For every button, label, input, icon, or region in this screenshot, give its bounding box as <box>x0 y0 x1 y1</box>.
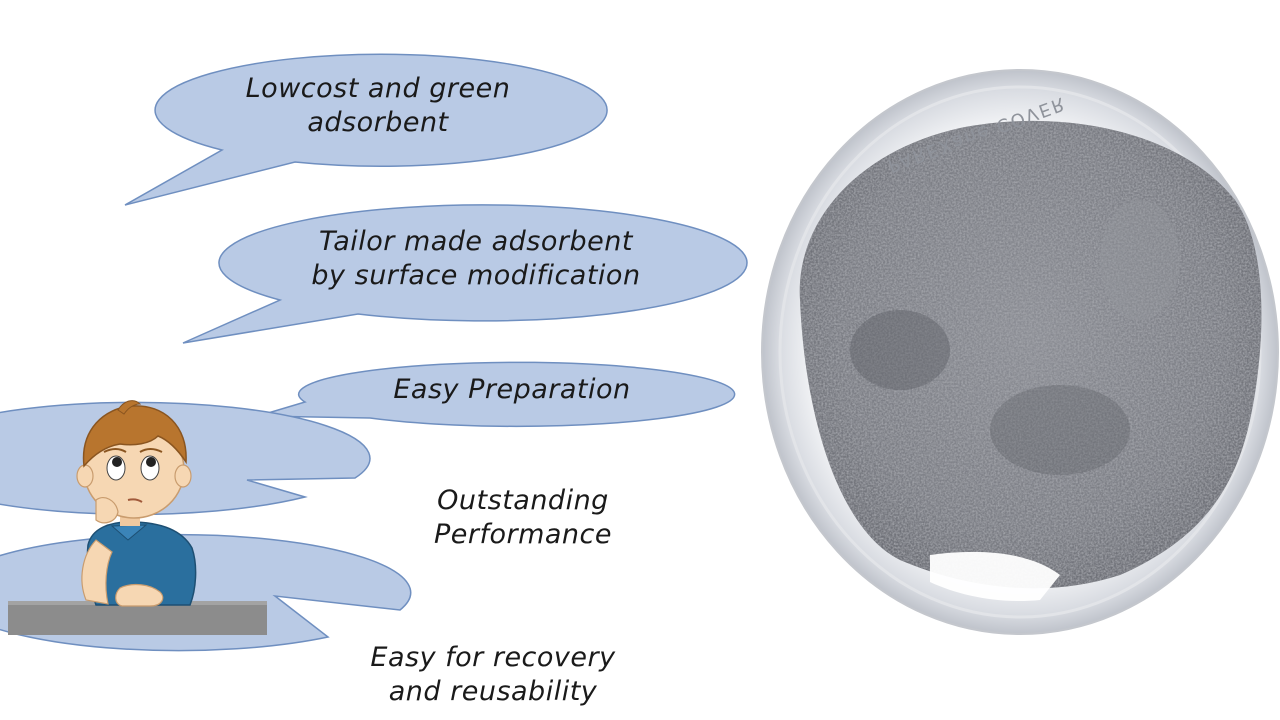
bubble-text-1: Lowcost and green adsorbent <box>178 72 578 140</box>
bubble-text-5: Easy for recovery and reusability <box>308 641 678 709</box>
speech-bubble-3 <box>257 361 736 428</box>
bubble-5-line-1: Easy for recovery <box>370 642 616 673</box>
bubble-text-3: Easy Preparation <box>332 373 692 407</box>
speech-bubble-1 <box>124 53 608 206</box>
desk <box>8 601 267 635</box>
bubble-text-4: Outstanding Performance <box>348 484 698 552</box>
boy-hair <box>82 405 187 468</box>
bubble-1-line-1: Lowcost and green <box>245 73 511 104</box>
bubble-2-line-1: Tailor made adsorbent <box>319 226 633 257</box>
bubble-text-2: Tailor made adsorbent by surface modific… <box>246 225 706 293</box>
bubble-2-line-2: by surface modification <box>311 260 641 291</box>
boy-arm <box>81 539 113 605</box>
bubble-4-line-2: Performance <box>433 519 613 550</box>
bubble-3-line-1: Easy Preparation <box>393 374 631 405</box>
speech-bubble-2 <box>182 204 748 344</box>
bubble-5-line-2: and reusability <box>388 676 598 707</box>
grey-powder <box>799 120 1262 589</box>
bubble-1-line-2: adsorbent <box>307 107 449 138</box>
bubble-4-line-1: Outstanding <box>437 485 609 516</box>
